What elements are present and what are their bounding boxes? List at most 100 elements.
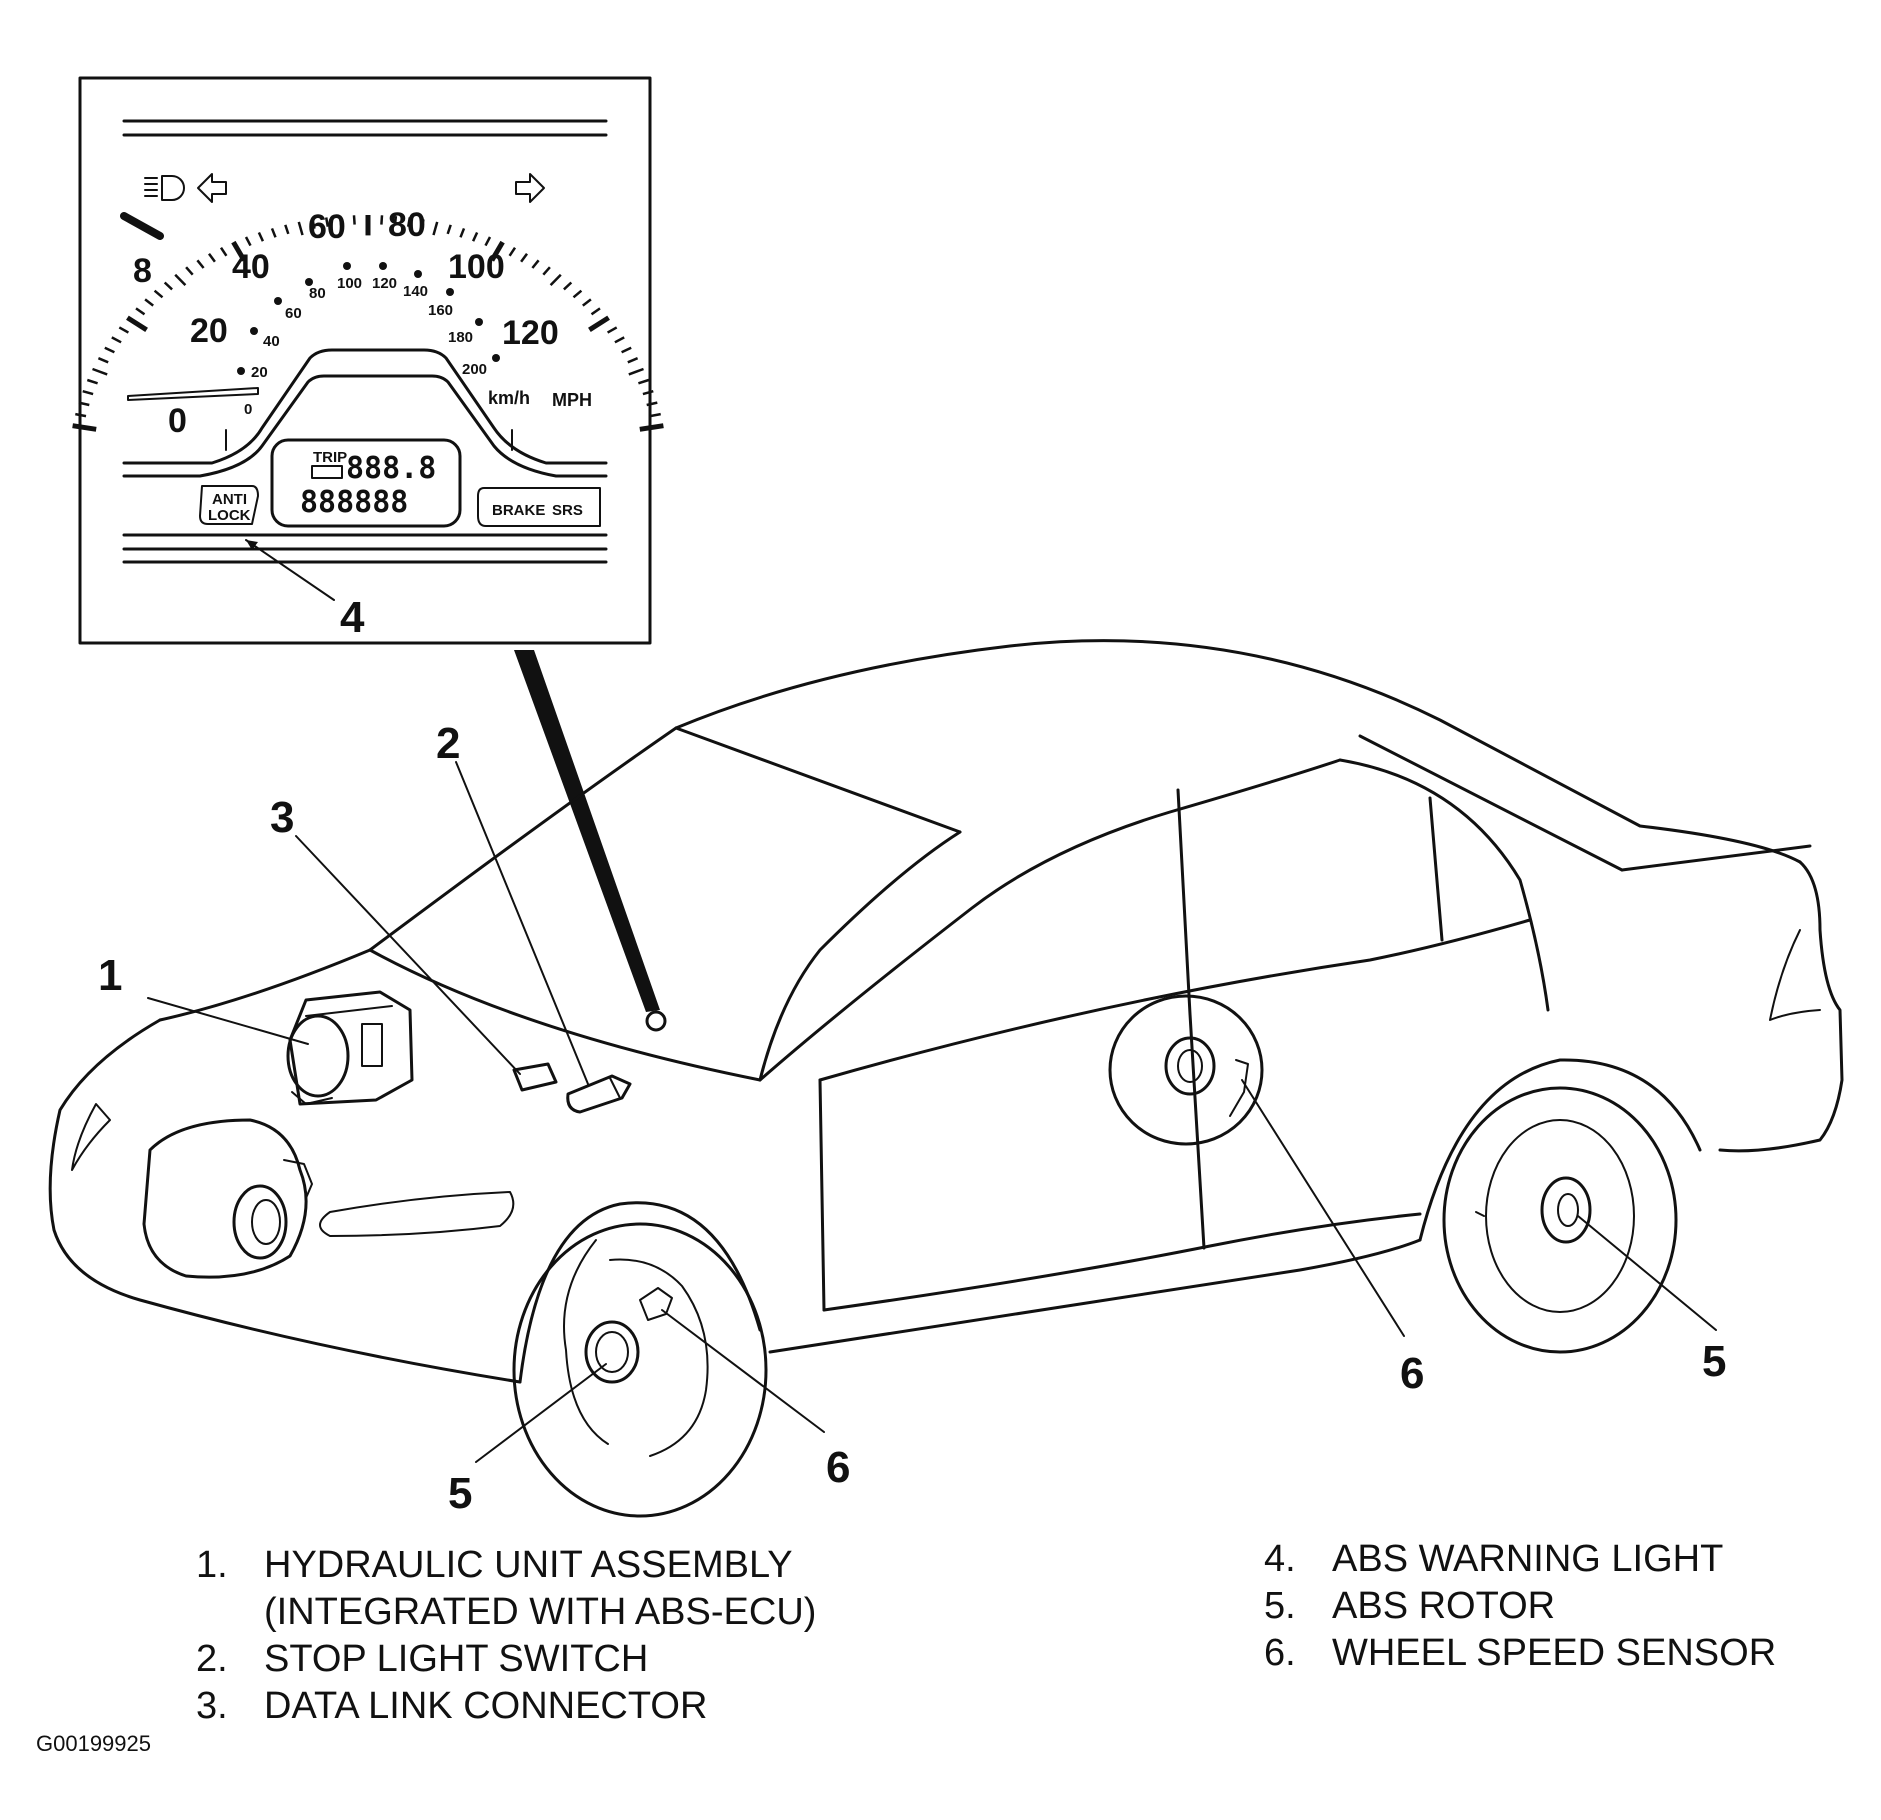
gauge-tick [649, 412, 661, 418]
gauge-tick [582, 298, 592, 307]
legend-item-4: 4. ABS WARNING LIGHT [1264, 1538, 1724, 1580]
gauge-tick [531, 259, 540, 269]
cluster-bezel-outer [122, 348, 608, 465]
cluster-bezel-inner [122, 374, 608, 478]
gauge-fuel-mark: 8 [133, 252, 152, 290]
gauge-tick [420, 219, 425, 229]
gauge-tick [82, 389, 94, 396]
warning-light-location-marker [645, 1010, 667, 1032]
kmh-label-200: 200 [462, 361, 487, 378]
callout-5-front-label: 5 [448, 1469, 472, 1518]
legend-item-2: 2. STOP LIGHT SWITCH [196, 1638, 649, 1680]
gauge-redline-mark [120, 212, 164, 240]
gauge-tick [324, 217, 330, 227]
inset-pointer-wedge [514, 650, 660, 1012]
gauge-tick [406, 217, 412, 227]
gauge-tick [118, 326, 130, 334]
gauge-tick [638, 378, 650, 385]
car-body-outline [48, 639, 1844, 1384]
rear-wheel [1442, 1086, 1678, 1354]
mph-label-100: 100 [448, 248, 505, 286]
gauge-tick [75, 412, 87, 418]
srs-light-label: SRS [552, 502, 583, 519]
gauge-tick [588, 315, 610, 333]
mph-label-80: 80 [388, 206, 426, 244]
legend-item-3: 3. DATA LINK CONNECTOR [196, 1685, 708, 1727]
legend-left-column: 1. HYDRAULIC UNIT ASSEMBLY (INTEGRATED W… [196, 1542, 816, 1730]
mph-label-120: 120 [502, 314, 559, 352]
trip-label: TRIP [313, 449, 347, 466]
gauge-tick [459, 227, 466, 238]
unit-kmh-label: km/h [488, 388, 530, 408]
gauge-tick [219, 247, 228, 257]
kmh-label-180: 180 [448, 329, 473, 346]
speedometer-needle [127, 387, 259, 401]
front-wheel [512, 1222, 768, 1518]
gauge-tick [92, 367, 108, 376]
callout-5-rear-label: 5 [1702, 1337, 1726, 1386]
gauge-tick [297, 221, 304, 236]
gauge-tick [196, 259, 205, 269]
callout-6-front-label: 6 [826, 1443, 850, 1492]
kmh-label-140: 140 [403, 283, 428, 300]
trip-ab-label: AB [315, 464, 337, 481]
gauge-tick [628, 367, 644, 376]
gauge-tick [284, 224, 290, 235]
brake-srs-light-panel [477, 487, 601, 527]
front-abs-rotor [584, 1320, 640, 1384]
gauge-tick [270, 227, 277, 238]
callout-3-leader [295, 835, 521, 1075]
kmh-label-100: 100 [337, 275, 362, 292]
gauge-tick [135, 307, 146, 316]
gauge-tick [72, 423, 97, 432]
gauge-tick [489, 240, 505, 262]
callout-4-leader [245, 539, 335, 601]
gauge-tick [627, 357, 639, 364]
brake-light-label: BRAKE [492, 502, 545, 519]
gauge-tick [86, 378, 98, 385]
headlight-icon [144, 175, 185, 201]
front-wheel-speed-sensor [639, 1287, 673, 1321]
odometer-display [270, 438, 462, 528]
gauge-tick [621, 346, 632, 354]
gauge-tick [606, 326, 618, 334]
mph-label-40: 40 [232, 248, 270, 286]
legend-item-5: 5. ABS ROTOR [1264, 1585, 1556, 1627]
stop-light-switch [566, 1074, 632, 1114]
gauge-tick [520, 252, 529, 263]
gauge-tick [614, 336, 625, 344]
gauge-tick [380, 215, 384, 225]
gauge-tick [393, 215, 398, 226]
hydraulic-unit-assembly [286, 990, 414, 1106]
front-left-brake-assembly [142, 1118, 313, 1279]
gauge-tick [432, 221, 439, 236]
speedometer-tick-marks [72, 215, 664, 432]
gauge-tick [311, 219, 316, 229]
rear-abs-rotor [1540, 1176, 1592, 1244]
rear-left-brake-assembly [1108, 994, 1264, 1146]
callout-6-front-leader [661, 1309, 825, 1433]
gauge-tick [257, 231, 265, 242]
gauge-tick [549, 273, 562, 286]
callout-6-rear-label: 6 [1400, 1349, 1424, 1398]
gauge-tick [338, 215, 343, 226]
gauge-tick [508, 247, 517, 257]
mph-label-20: 20 [190, 312, 228, 350]
callout-2-leader [455, 761, 589, 1085]
gauge-tick [231, 240, 247, 262]
figure-code: G00199925 [36, 1731, 151, 1756]
callout-3-label: 3 [270, 793, 294, 842]
odometer-digits: 888888 [300, 485, 408, 520]
kmh-label-20: 20 [251, 364, 268, 381]
unit-mph-label: MPH [552, 390, 592, 410]
turn-left-arrow-icon [197, 173, 227, 203]
fog-lamp [319, 1191, 515, 1237]
gauge-tick [471, 231, 479, 242]
legend-item-1: 1. HYDRAULIC UNIT ASSEMBLY [196, 1544, 793, 1586]
kmh-label-80: 80 [309, 285, 326, 302]
gauge-tick [78, 401, 90, 407]
callout-5-front-leader [475, 1363, 607, 1463]
gauge-tick [484, 236, 492, 247]
